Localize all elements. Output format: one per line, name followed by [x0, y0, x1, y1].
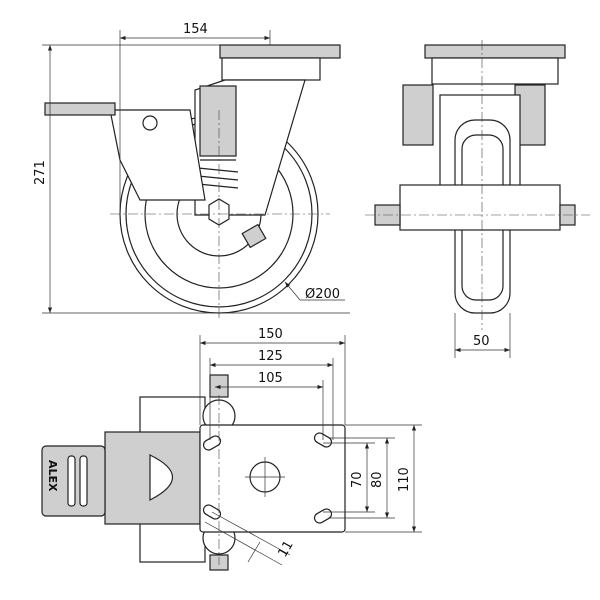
axle-nut [208, 198, 230, 226]
dim-271: 271 [33, 160, 48, 185]
dim-154: 154 [183, 22, 208, 37]
dim-50: 50 [473, 334, 490, 349]
top-plate-front [424, 44, 566, 59]
brake-pedal [44, 102, 116, 116]
dim-150: 150 [258, 327, 283, 342]
dim-70: 70 [350, 471, 365, 488]
dim-80: 80 [370, 471, 385, 488]
dim-125: 125 [258, 349, 283, 364]
brand-label: ALEX [46, 460, 59, 492]
dim-110: 110 [397, 467, 412, 492]
dim-diameter-200: Ø200 [305, 287, 340, 302]
front-view: 50 [365, 40, 590, 358]
top-plate [219, 44, 341, 59]
dim-11: 11 [275, 538, 296, 560]
brake-arm [109, 109, 206, 201]
shock-housing [199, 85, 237, 157]
dim-105: 105 [258, 371, 283, 386]
top-view: ALEX 150 125 105 70 80 110 11 [41, 327, 422, 571]
side-view: 154 271 Ø200 [33, 22, 350, 320]
